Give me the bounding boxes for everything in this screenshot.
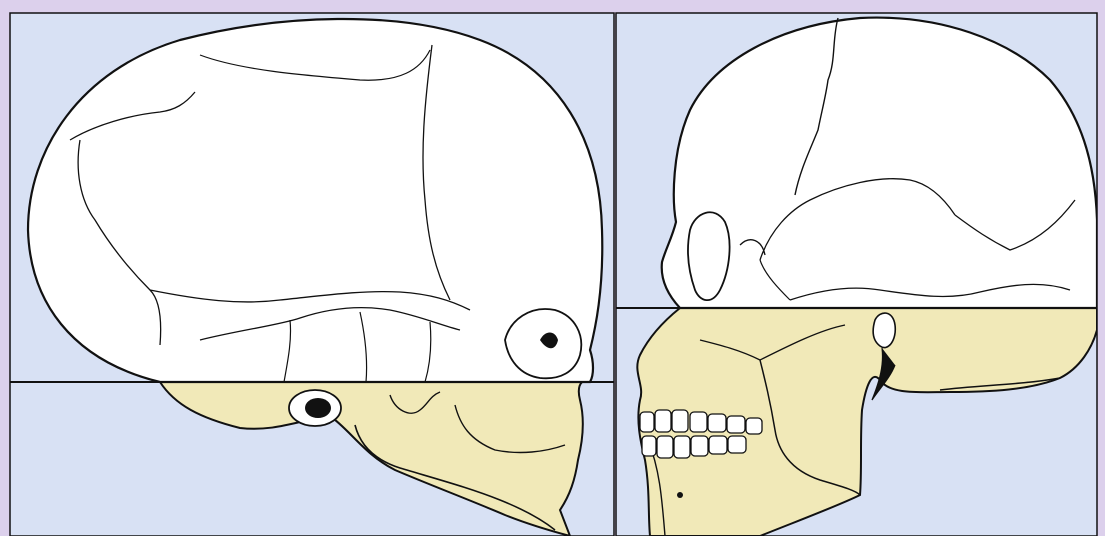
adult-ear-canal [873,313,895,348]
infant-skull-panel [10,13,614,536]
mental-foramen [677,492,683,498]
ear-canal-opening [305,398,331,418]
adult-skull-panel [616,13,1097,536]
